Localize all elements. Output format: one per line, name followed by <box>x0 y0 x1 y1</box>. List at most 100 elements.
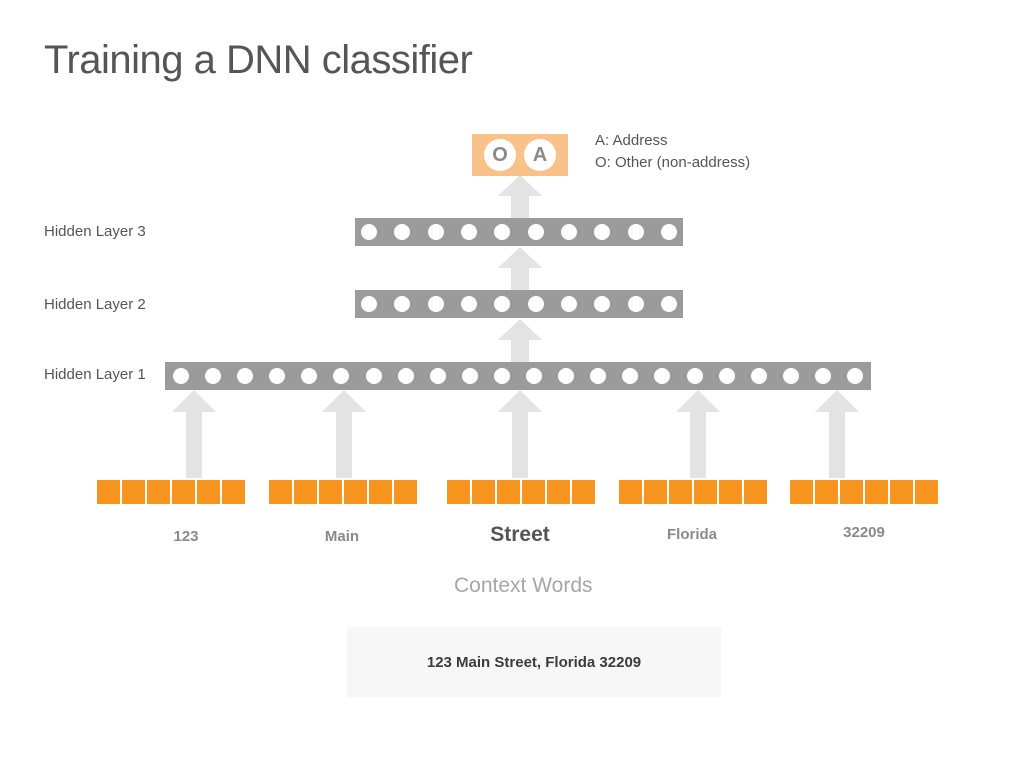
neuron-node <box>461 368 478 384</box>
neuron-node <box>686 368 703 384</box>
neuron-node <box>594 224 611 240</box>
embedding-cell <box>147 480 170 504</box>
output-node-address: A <box>524 139 556 171</box>
hidden-layer-1-label: Hidden Layer 1 <box>44 366 146 383</box>
embedding-cell <box>815 480 838 504</box>
neuron-node <box>627 296 644 312</box>
arrow-up-icon <box>322 390 366 478</box>
embedding-cell <box>572 480 595 504</box>
neuron-node <box>493 368 510 384</box>
arrow-up-icon <box>498 175 542 218</box>
embedding-cell <box>222 480 245 504</box>
embedding-cell <box>447 480 470 504</box>
word-vector-123 <box>97 480 245 504</box>
embedding-cell <box>890 480 913 504</box>
embedding-cell <box>522 480 545 504</box>
neuron-node <box>782 368 799 384</box>
neuron-node <box>654 368 671 384</box>
neuron-node <box>494 296 511 312</box>
neuron-node <box>660 224 677 240</box>
embedding-cell <box>669 480 692 504</box>
arrow-up-icon <box>498 319 542 362</box>
neuron-node <box>560 296 577 312</box>
neuron-node <box>427 296 444 312</box>
neuron-node <box>237 368 254 384</box>
embedding-cell <box>694 480 717 504</box>
neuron-node <box>590 368 607 384</box>
hidden-layer-2-label: Hidden Layer 2 <box>44 296 146 313</box>
neuron-node <box>627 224 644 240</box>
embedding-cell <box>547 480 570 504</box>
neuron-node <box>333 368 350 384</box>
neuron-node <box>526 368 543 384</box>
neuron-node <box>750 368 767 384</box>
embedding-cell <box>344 480 367 504</box>
embedding-cell <box>497 480 520 504</box>
arrow-up-icon <box>498 390 542 478</box>
neuron-node <box>365 368 382 384</box>
embedding-cell <box>744 480 767 504</box>
neuron-node <box>594 296 611 312</box>
neuron-node <box>429 368 446 384</box>
legend: A: Address O: Other (non-address) <box>595 130 750 174</box>
legend-address: A: Address <box>595 132 668 149</box>
neuron-node <box>394 224 411 240</box>
embedding-cell <box>369 480 392 504</box>
neuron-node <box>205 368 222 384</box>
embedding-cell <box>840 480 863 504</box>
page-title: Training a DNN classifier <box>44 38 473 82</box>
embedding-cell <box>122 480 145 504</box>
hidden-layer-3 <box>355 218 683 246</box>
context-words-label: Context Words <box>454 574 593 597</box>
neuron-node <box>269 368 286 384</box>
neuron-node <box>527 224 544 240</box>
word-label: 123 <box>173 528 199 545</box>
output-layer: O A <box>472 134 568 176</box>
word-vector-street <box>447 480 595 504</box>
arrow-up-icon <box>676 390 720 478</box>
word-vector-main <box>269 480 417 504</box>
arrow-up-icon <box>498 247 542 290</box>
hidden-layer-3-label: Hidden Layer 3 <box>44 223 146 240</box>
embedding-cell <box>472 480 495 504</box>
word-label: Main <box>324 528 360 545</box>
embedding-cell <box>619 480 642 504</box>
address-example-text: 123 Main Street, Florida 32209 <box>426 653 642 671</box>
neuron-node <box>846 368 863 384</box>
legend-other: O: Other (non-address) <box>595 154 751 171</box>
embedding-cell <box>865 480 888 504</box>
embedding-cell <box>294 480 317 504</box>
embedding-cell <box>97 480 120 504</box>
hidden-layer-2 <box>355 290 683 318</box>
word-label: 32209 <box>843 524 885 541</box>
neuron-node <box>460 224 477 240</box>
address-example-box: 123 Main Street, Florida 32209 <box>347 627 721 697</box>
neuron-node <box>558 368 575 384</box>
neuron-node <box>397 368 414 384</box>
embedding-cell <box>644 480 667 504</box>
neuron-node <box>660 296 677 312</box>
embedding-cell <box>394 480 417 504</box>
embedding-cell <box>915 480 938 504</box>
embedding-cell <box>172 480 195 504</box>
neuron-node <box>527 296 544 312</box>
neuron-node <box>814 368 831 384</box>
word-vector-florida <box>619 480 767 504</box>
neuron-node <box>622 368 639 384</box>
arrow-up-icon <box>172 390 216 478</box>
embedding-cell <box>319 480 342 504</box>
neuron-node <box>394 296 411 312</box>
neuron-node <box>460 296 477 312</box>
neuron-node <box>173 368 189 384</box>
word-vector-32209 <box>790 480 938 504</box>
word-label-target: Street <box>490 523 550 546</box>
hidden-layer-1 <box>165 362 871 390</box>
word-label: Florida <box>666 526 717 543</box>
neuron-node <box>427 224 444 240</box>
neuron-node <box>361 224 377 240</box>
arrow-up-icon <box>815 390 859 478</box>
neuron-node <box>718 368 735 384</box>
embedding-cell <box>790 480 813 504</box>
embedding-cell <box>719 480 742 504</box>
